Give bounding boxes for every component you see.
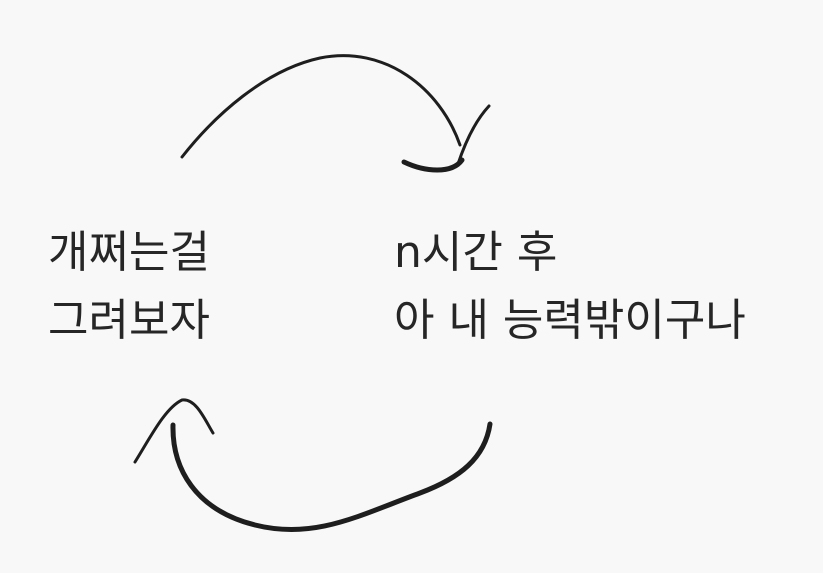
top-arrow-head-tip [456, 104, 491, 166]
left-note: 개쩌는걸 그려보자 [48, 219, 210, 355]
right-note-line-1: n시간 후 [394, 227, 558, 278]
bottom-arrow [133, 398, 493, 533]
right-note-line-2: 아 내 능력밖이구나 [394, 295, 746, 346]
top-arrow [180, 54, 491, 173]
top-arrow-shaft [180, 54, 462, 159]
bottom-arrow-head [133, 398, 215, 464]
left-note-line-1: 개쩌는걸 [48, 227, 210, 278]
right-note: n시간 후 아 내 능력밖이구나 [394, 219, 746, 355]
top-arrow-head-curve [401, 157, 465, 173]
left-note-line-2: 그려보자 [48, 295, 210, 346]
bottom-arrow-shaft [170, 421, 493, 533]
